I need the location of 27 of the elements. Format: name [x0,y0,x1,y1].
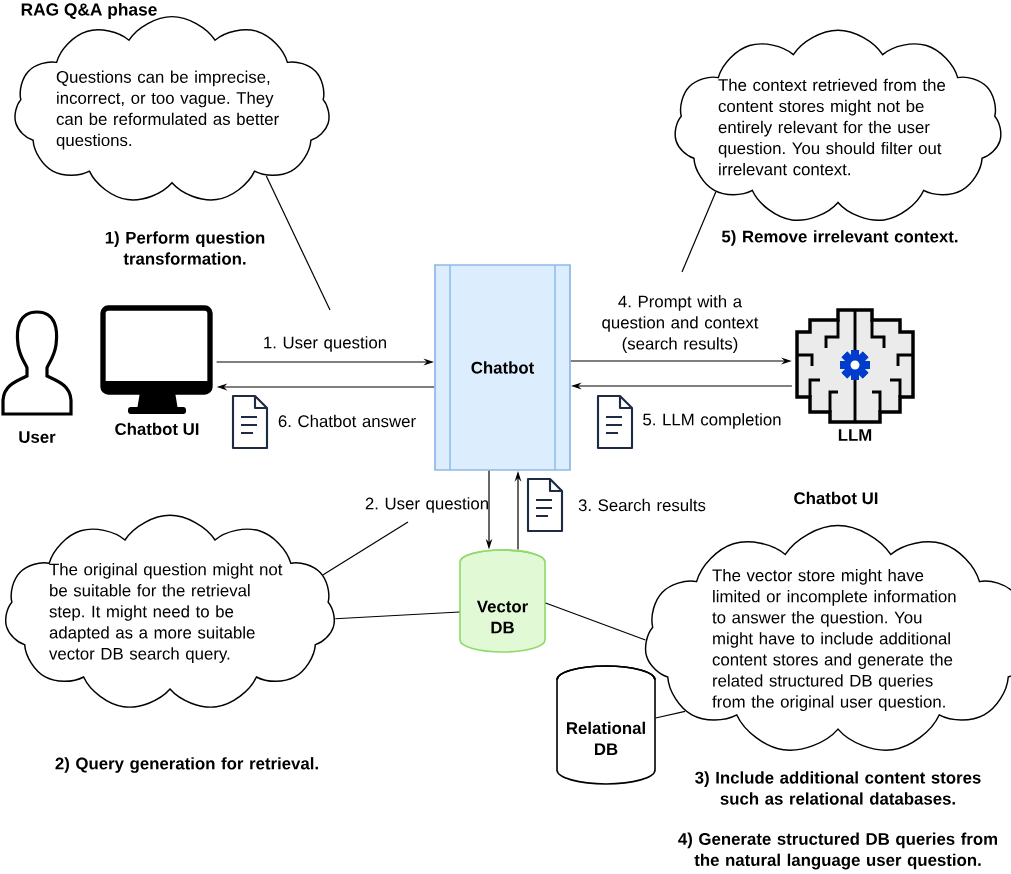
edge-label: 6. Chatbot answer [278,414,416,428]
edge-label: 2. User question [365,497,488,513]
thought-cloud: The original question might not be suitable for the retrieval step. It might need to be adapted as a more suitable vector DB search query. [5,514,336,708]
leader-line [322,521,409,576]
heading: Chatbot UI [794,491,878,505]
connector-line [545,602,647,641]
database-cylinder: Relational DB [556,665,656,785]
edge-label: 1. User question [264,336,386,352]
database-cylinder: Vector DB [459,549,546,653]
icon-label: LLM [838,429,872,441]
thought-cloud: The vector store might have limited or incomplete information to answer the question. You might have to include additional content stores and generate the related structured DB queries from the original user question. [644,524,1011,751]
edge-label: 5. LLM completion [643,413,781,429]
icon-label: User [19,431,56,443]
leader-line [265,175,331,311]
leader-line [681,191,717,273]
edge-label: 4. Prompt with a question and context (search results) [602,295,759,353]
connector-line [334,611,460,620]
step-caption: 3) Include additional content stores such as relational databases. [695,771,981,805]
icon-label: Chatbot UI [115,422,199,436]
connector-line [655,710,686,719]
process-box: Chatbot [434,264,571,471]
step-caption: 1) Perform question transformation. [105,231,265,265]
step-caption: 4) Generate structured DB queries from the natural language user question. [678,832,997,870]
step-caption: 5) Remove irrelevant context. [721,230,958,246]
step-caption: 2) Query generation for retrieval. [55,757,318,773]
edge-label: 3. Search results [578,498,706,512]
thought-cloud: The context retrieved from the content stores might not be entirely relevant for the user question. You should filter out irrelevant context. [674,29,1002,221]
